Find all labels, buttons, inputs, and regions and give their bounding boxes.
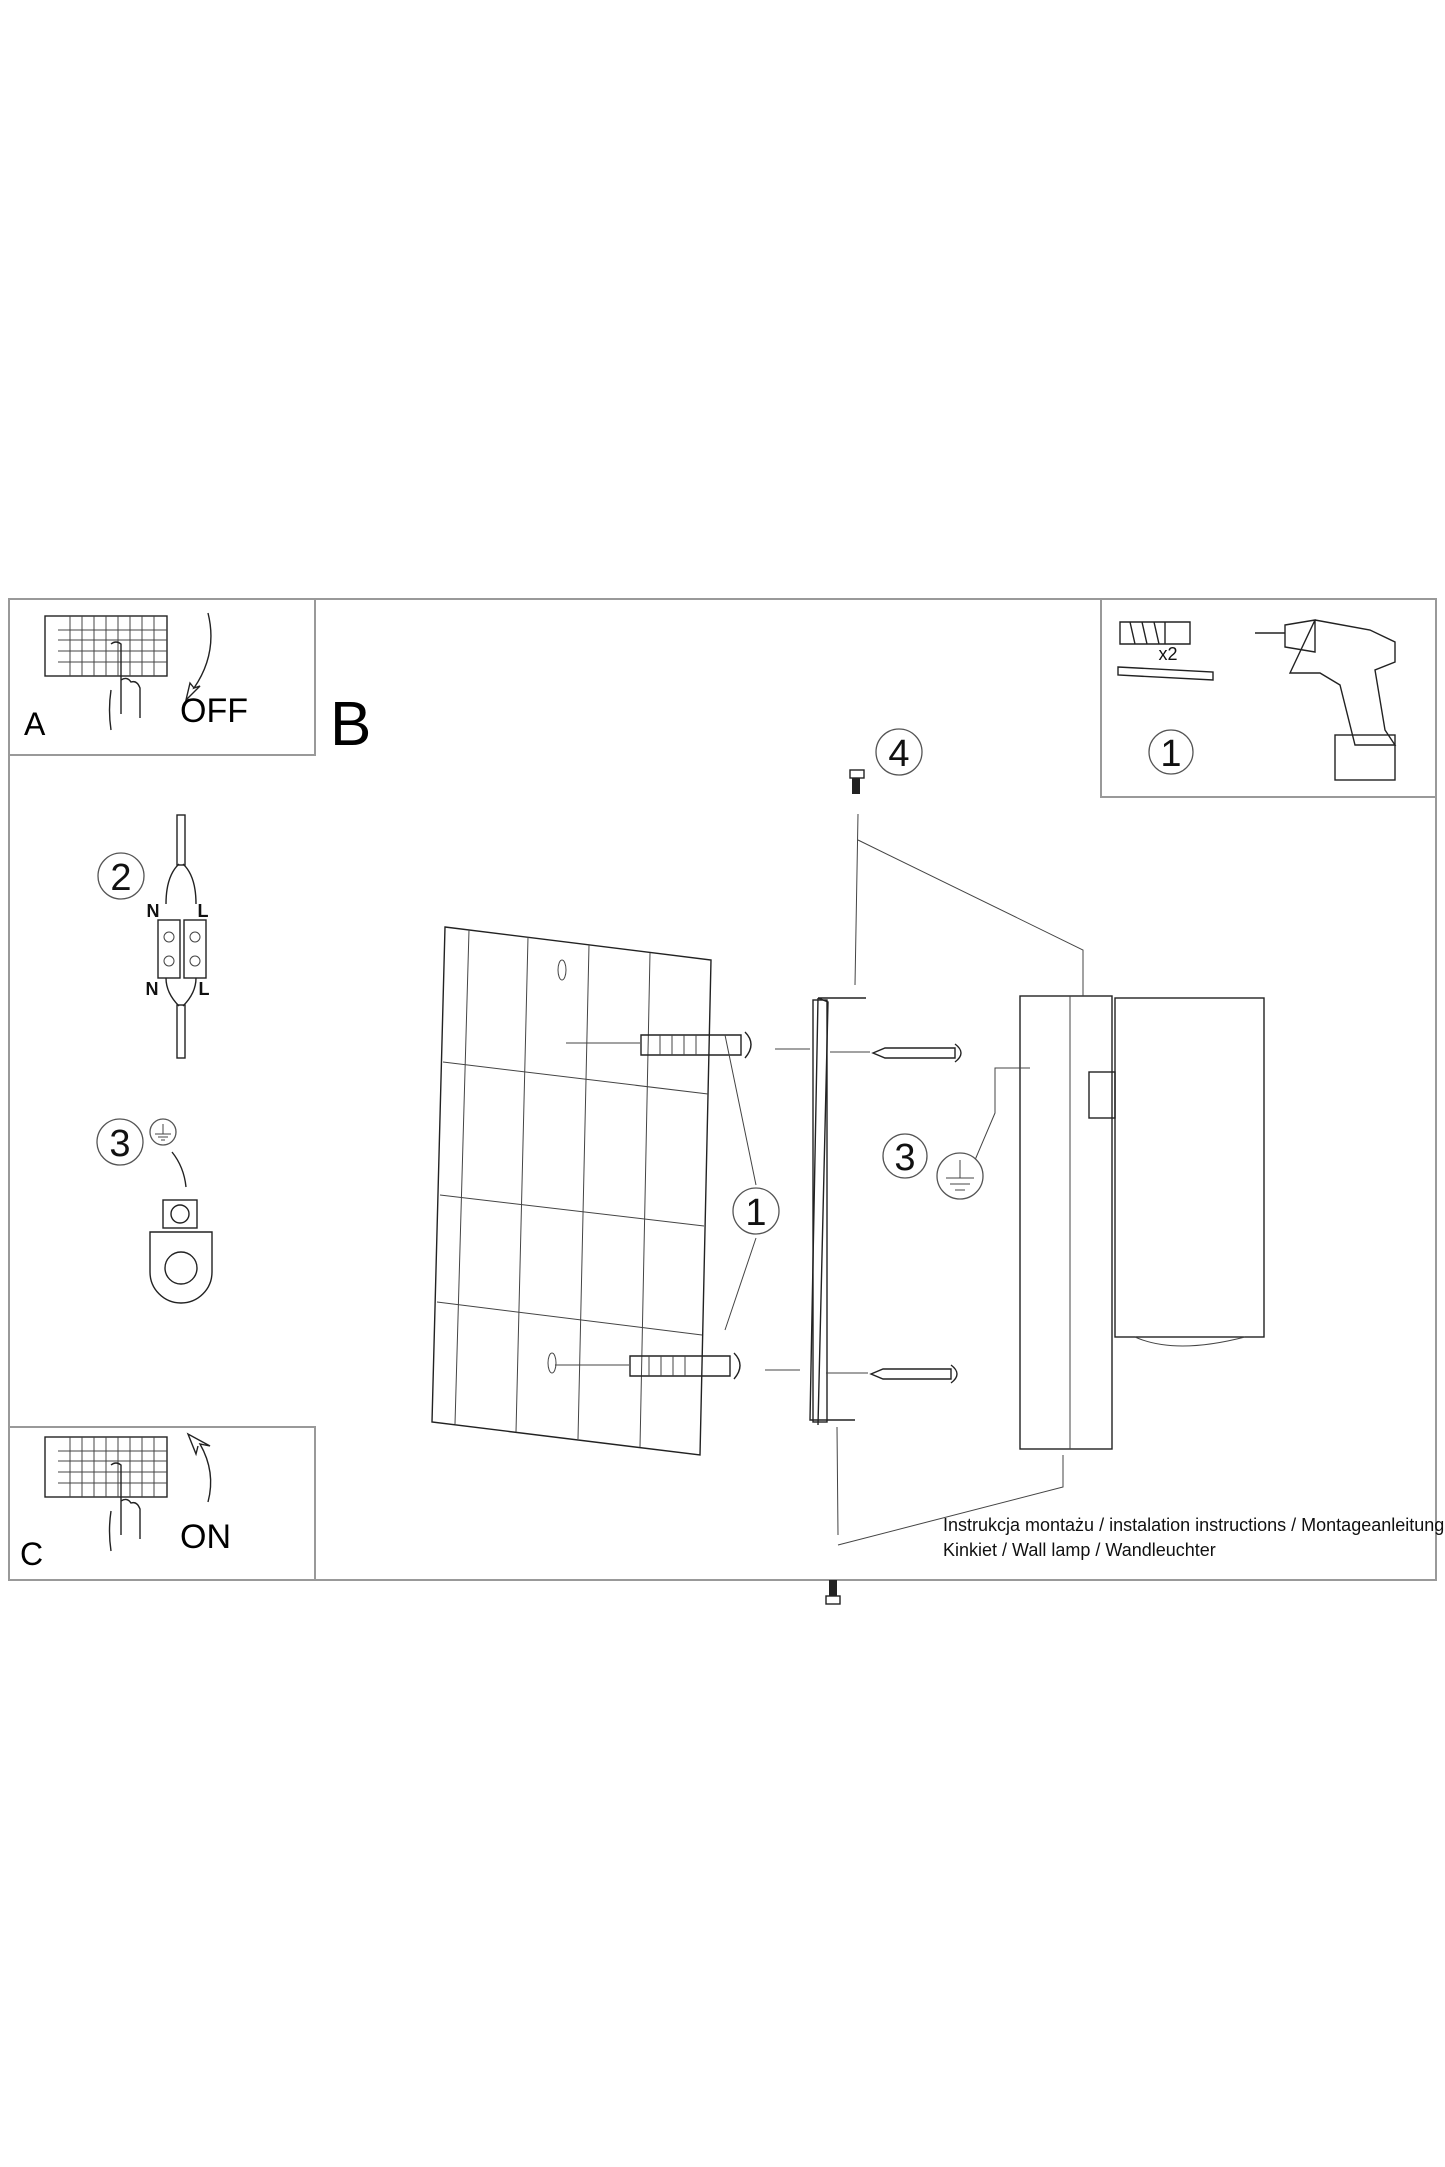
panel-a-letter: A bbox=[24, 706, 46, 742]
circuit-breaker-off-icon bbox=[44, 615, 168, 731]
drill-icon bbox=[1255, 619, 1397, 781]
step-3-badge bbox=[96, 1118, 144, 1166]
step-1-leaders bbox=[724, 1034, 757, 1331]
step-1-main-badge bbox=[732, 1187, 780, 1235]
mounting-screw-lower bbox=[826, 1364, 958, 1384]
circuit-breaker-on-icon bbox=[44, 1436, 168, 1552]
panel-c-action: ON bbox=[180, 1518, 231, 1556]
live-label-bottom: L bbox=[199, 979, 210, 999]
quantity-label: x2 bbox=[1158, 644, 1177, 664]
step-1-badge bbox=[1148, 729, 1194, 775]
arrow-up-icon bbox=[186, 1432, 212, 1503]
lamp-base bbox=[1019, 995, 1113, 1450]
ground-wire-main bbox=[974, 1067, 1030, 1161]
leader-lines bbox=[836, 813, 1084, 1546]
ground-symbol-icon bbox=[149, 1118, 177, 1146]
mounting-bracket bbox=[809, 997, 866, 1426]
wall-plug-lower bbox=[555, 1352, 741, 1380]
alignment-lines bbox=[765, 1048, 810, 1371]
wall-step-number: 1 bbox=[745, 1192, 766, 1234]
ground-clamp-icon bbox=[149, 1199, 213, 1304]
panel-a-frame bbox=[8, 598, 316, 756]
step-4-badge bbox=[875, 728, 923, 776]
outer-frame bbox=[8, 598, 1437, 1581]
wall-plug-upper bbox=[566, 1031, 752, 1059]
ground-wire bbox=[171, 1151, 187, 1188]
live-label-top: L bbox=[198, 901, 209, 921]
neutral-label-bottom: N bbox=[146, 979, 159, 999]
terminal-block-icon bbox=[157, 814, 207, 1059]
grub-screw-bottom bbox=[825, 1580, 841, 1605]
neutral-label-top: N bbox=[147, 901, 160, 921]
arrow-down-icon bbox=[184, 612, 212, 703]
step-2-badge bbox=[97, 852, 145, 900]
screws-step-number: 4 bbox=[888, 733, 909, 775]
panel-c-frame bbox=[8, 1426, 316, 1581]
panel-a-action: OFF bbox=[180, 692, 248, 730]
wiring-step-number: 2 bbox=[110, 857, 131, 899]
screw-icon bbox=[1117, 666, 1214, 681]
panel-c-letter: C bbox=[20, 1536, 43, 1572]
mounting-screw-upper bbox=[830, 1043, 962, 1063]
tools-box-frame bbox=[1100, 598, 1437, 798]
lamp-head-cylinder bbox=[1088, 997, 1265, 1347]
wall-tiles bbox=[431, 926, 712, 1456]
panel-b-letter: B bbox=[330, 690, 371, 759]
grounding-step-number: 3 bbox=[109, 1123, 130, 1165]
step-3-main-badge bbox=[882, 1133, 928, 1179]
tools-step-number: 1 bbox=[1160, 733, 1181, 775]
wall-plug-icon bbox=[1119, 621, 1191, 645]
caption-line-1: Instrukcja montażu / instalation instruc… bbox=[943, 1515, 1444, 1535]
caption-line-2: Kinkiet / Wall lamp / Wandleuchter bbox=[943, 1540, 1216, 1560]
grub-screw-top bbox=[849, 769, 865, 794]
ground-step-number: 3 bbox=[894, 1137, 915, 1179]
ground-symbol-main-icon bbox=[936, 1152, 984, 1200]
